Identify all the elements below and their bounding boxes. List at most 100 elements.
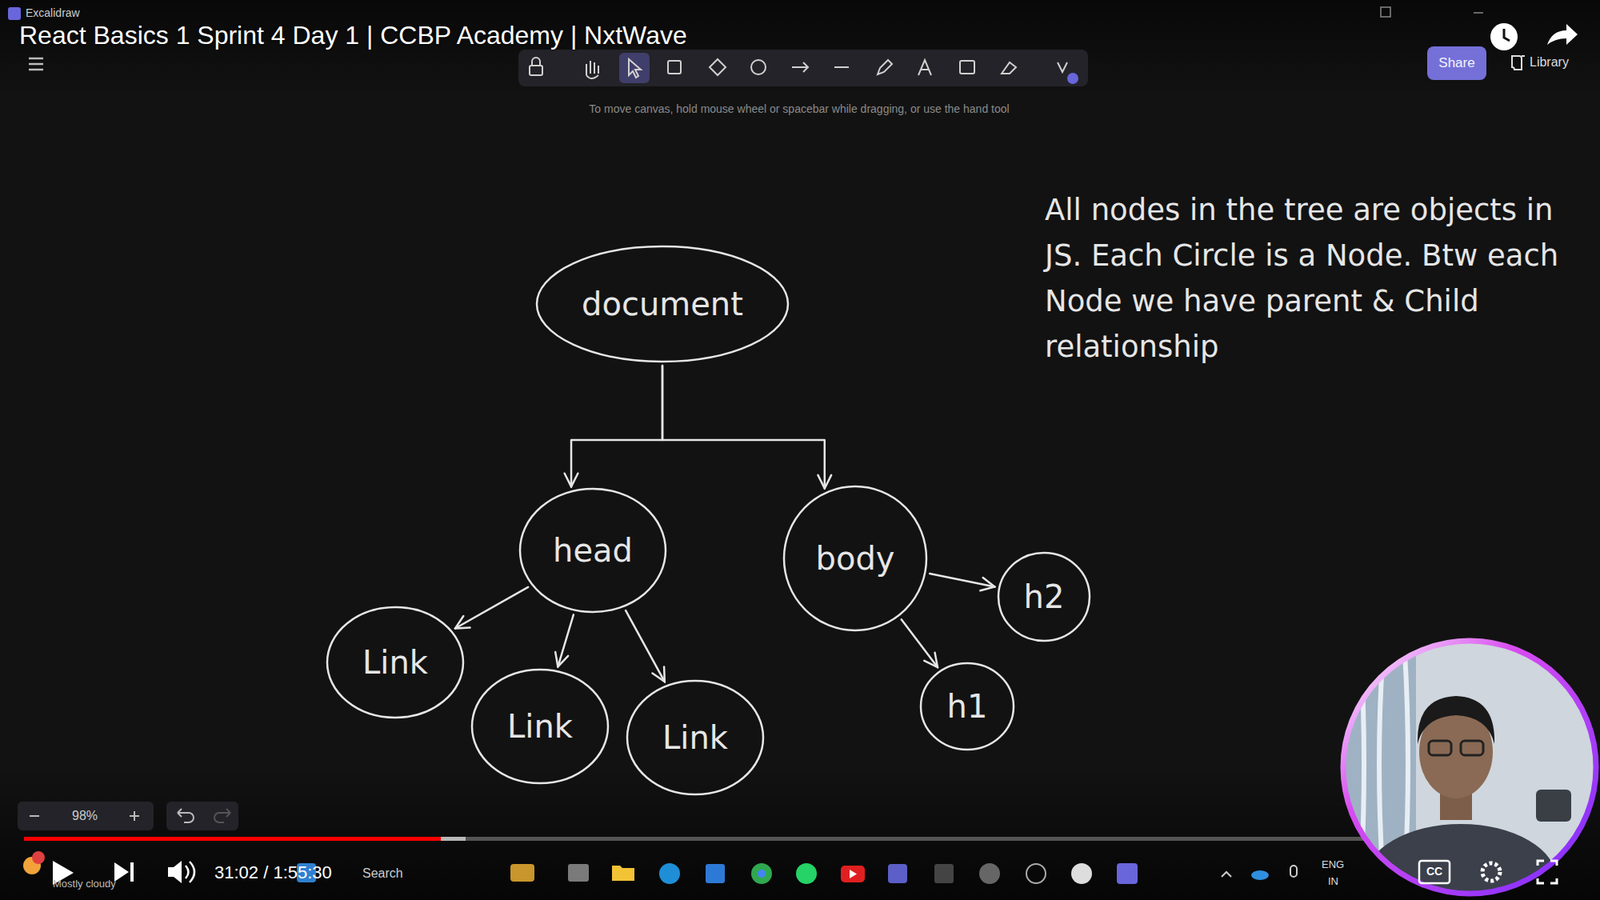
progress-played bbox=[24, 836, 441, 841]
taskbar-icons bbox=[296, 863, 1297, 884]
share-button bbox=[1427, 46, 1487, 80]
tree-connector bbox=[455, 587, 528, 629]
lock-icon bbox=[529, 65, 543, 76]
node-label: document bbox=[581, 284, 744, 324]
library-label: Library bbox=[1529, 54, 1569, 71]
window-controls bbox=[1380, 7, 1484, 17]
settings-icon bbox=[1482, 863, 1500, 881]
watch-later-icon bbox=[1490, 23, 1518, 51]
weather-text: Mostly cloudy bbox=[52, 877, 116, 891]
node-label: h1 bbox=[947, 687, 988, 726]
hand-icon bbox=[586, 60, 599, 79]
node-ellipse bbox=[784, 486, 927, 631]
weather-badge bbox=[32, 851, 45, 864]
tool-icons bbox=[529, 57, 1068, 79]
person-shoulders bbox=[1364, 824, 1557, 900]
webcam-overlay-icon bbox=[1536, 789, 1572, 822]
taskbar-app bbox=[1026, 864, 1046, 884]
taskbar-terminal bbox=[934, 864, 954, 884]
node-label: body bbox=[816, 539, 896, 578]
language-code: ENG bbox=[1321, 858, 1344, 872]
minimize-icon bbox=[1473, 12, 1484, 14]
menu-bar bbox=[28, 68, 44, 72]
taskbar-youtube-play bbox=[849, 869, 857, 879]
toolbar bbox=[518, 49, 1088, 87]
watch-later-hand bbox=[1504, 28, 1510, 41]
library-icon bbox=[1512, 56, 1525, 70]
tree-node-circle: h1 bbox=[919, 661, 1016, 752]
taskbar-app bbox=[979, 863, 1000, 884]
tree-node-circle: h2 bbox=[996, 551, 1092, 643]
person-hair bbox=[1417, 696, 1495, 744]
node-text-group: body bbox=[816, 539, 896, 578]
tree-node-circle: Link bbox=[625, 679, 765, 796]
tree-node-circle: Link bbox=[470, 668, 610, 785]
top-shade bbox=[0, 0, 1600, 96]
progress-track bbox=[24, 836, 1576, 841]
diamond-tool-icon bbox=[709, 59, 726, 76]
zoom-panel bbox=[17, 801, 154, 831]
volume-icon bbox=[168, 860, 182, 884]
tree-node-circle: body bbox=[782, 484, 928, 632]
canvas-hint: To move canvas, hold mouse wheel or spac… bbox=[588, 102, 1009, 117]
tool-badge bbox=[1067, 72, 1079, 84]
taskbar-chrome-center bbox=[757, 869, 766, 878]
node-label: Link bbox=[362, 643, 428, 682]
taskbar-app bbox=[568, 864, 589, 882]
taskbar-store bbox=[705, 864, 725, 884]
node-ellipse bbox=[998, 552, 1090, 641]
tree-node-circle: Link bbox=[325, 605, 465, 720]
tree-connector bbox=[662, 365, 825, 489]
node-ellipse bbox=[472, 669, 608, 784]
node-ellipse bbox=[627, 680, 764, 795]
tree-connector bbox=[557, 614, 573, 667]
tree-connector bbox=[571, 365, 663, 487]
tree-connector bbox=[929, 573, 995, 588]
zoom-level: 98% bbox=[72, 808, 98, 824]
line-tool-icon bbox=[834, 66, 849, 68]
node-ellipse bbox=[536, 246, 788, 362]
taskbar-excalidraw bbox=[1116, 863, 1138, 884]
window-icon bbox=[1380, 7, 1391, 17]
node-label: h2 bbox=[1024, 577, 1065, 616]
share-label: Share bbox=[1438, 54, 1475, 72]
node-text-group: Link bbox=[507, 707, 573, 746]
node-ellipse bbox=[520, 488, 666, 612]
menu-bar bbox=[28, 57, 44, 60]
node-text-group: h2 bbox=[1024, 577, 1065, 616]
tree-connector bbox=[625, 610, 665, 682]
tool-selected bbox=[619, 52, 650, 84]
progress-buffer bbox=[24, 836, 466, 841]
person-glasses bbox=[1460, 740, 1484, 756]
redo-icon bbox=[214, 808, 231, 823]
taskbar-app bbox=[510, 864, 535, 882]
node-text-group: h1 bbox=[947, 687, 988, 726]
rect-tool-icon bbox=[668, 60, 681, 74]
taskbar-folder bbox=[612, 865, 635, 881]
lock-icon bbox=[532, 57, 540, 66]
fullscreen-icon bbox=[1537, 860, 1557, 884]
person-glasses bbox=[1428, 740, 1452, 756]
zoom-in-icon bbox=[129, 811, 140, 821]
menu-icon bbox=[28, 58, 44, 70]
text-tool-icon bbox=[918, 60, 932, 76]
video-title: React Basics 1 Sprint 4 Day 1 | CCBP Aca… bbox=[19, 19, 688, 52]
tree-node-circle: head bbox=[518, 487, 668, 614]
taskbar-edge bbox=[659, 863, 680, 884]
node-text-group: Link bbox=[662, 718, 728, 757]
node-text-group: document bbox=[581, 284, 744, 324]
node-ellipse bbox=[327, 607, 464, 718]
taskbar-whatsapp bbox=[796, 863, 817, 884]
cc-label: CC bbox=[1426, 864, 1443, 880]
zoom-out-icon bbox=[29, 815, 40, 817]
node-text-group: Link bbox=[362, 643, 428, 682]
taskbar-teams bbox=[888, 864, 908, 884]
webcam-ring bbox=[1343, 640, 1596, 894]
image-tool-icon bbox=[960, 60, 975, 74]
taskbar-github bbox=[1071, 863, 1092, 884]
node-ellipse bbox=[920, 663, 1014, 750]
menu-bar bbox=[28, 63, 44, 66]
